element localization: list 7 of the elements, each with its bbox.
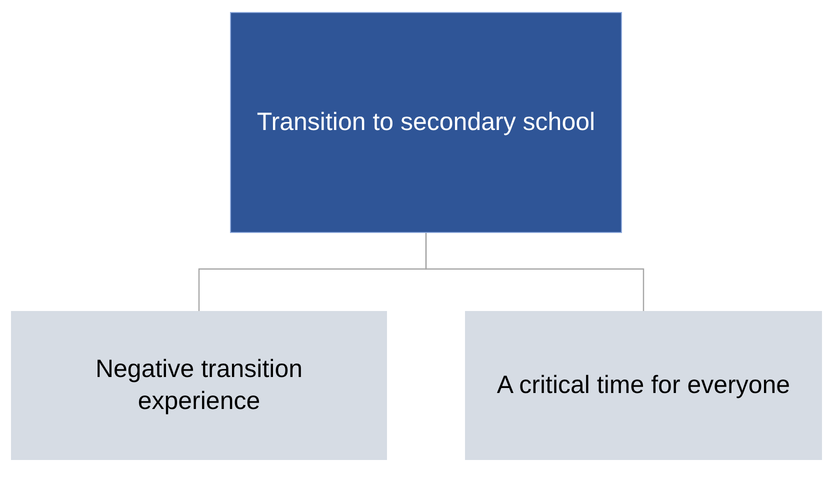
- node-text: Negative transition experience: [94, 354, 304, 416]
- node-text: Transition to secondary school: [256, 106, 596, 138]
- node-text: A critical time for everyone: [496, 370, 790, 401]
- connector-line: [425, 233, 644, 311]
- heading-box: [230, 12, 622, 233]
- topic-box: [465, 311, 822, 460]
- topic-box: [11, 311, 387, 460]
